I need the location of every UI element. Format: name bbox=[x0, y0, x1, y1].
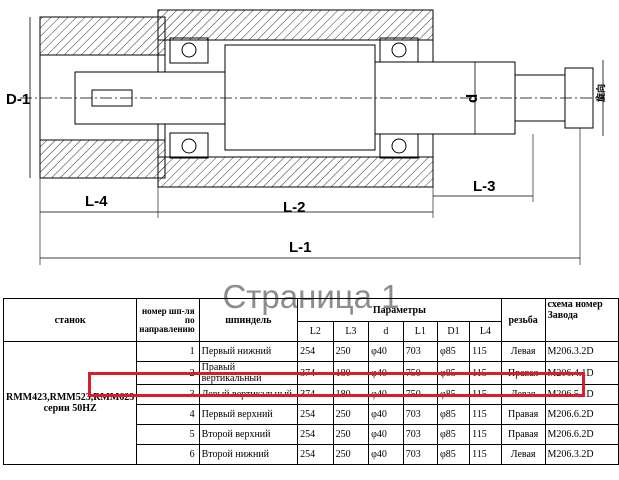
row-l1: 703 bbox=[402, 444, 438, 465]
table-row: RMM423,RMM523,RMM623 серии 50HZ 1 Первый… bbox=[2, 341, 619, 465]
row-name: Второй верхний bbox=[198, 424, 299, 445]
col-machine: станок bbox=[2, 298, 138, 342]
row-l4: 115 bbox=[469, 444, 502, 465]
col-d1: D1 bbox=[436, 321, 471, 342]
machine-cell: RMM423,RMM523,RMM623 серии 50HZ bbox=[2, 341, 138, 465]
spindle-drawing: D-1 L-4 L-2 L-3 L-1 d 旋向 bbox=[6, 9, 606, 265]
label-l1: L-1 bbox=[289, 239, 312, 256]
row-d1: φ85 bbox=[436, 424, 471, 445]
row-d: φ40 bbox=[368, 404, 404, 425]
col-l3: L3 bbox=[332, 321, 370, 342]
row-name: Первый нижний bbox=[198, 341, 299, 362]
row-d: φ40 bbox=[368, 444, 404, 465]
row-thread: Правая bbox=[500, 404, 546, 425]
row-l1: 703 bbox=[402, 424, 438, 445]
row-d1: φ85 bbox=[436, 444, 471, 465]
col-l2: L2 bbox=[297, 321, 334, 342]
row-l4: 115 bbox=[469, 341, 502, 362]
row-d1: φ85 bbox=[436, 341, 471, 362]
row-thread: Левая bbox=[500, 341, 546, 362]
row-code: M206.6.2D bbox=[544, 404, 619, 425]
label-d: d bbox=[464, 94, 481, 103]
row-l4: 115 bbox=[469, 404, 502, 425]
label-l4: L-4 bbox=[85, 193, 108, 210]
row-d: φ40 bbox=[368, 341, 404, 362]
row-code: M206.3.2D bbox=[544, 444, 619, 465]
row-num: 4 bbox=[136, 404, 200, 425]
label-rotation: 旋向 bbox=[595, 84, 606, 103]
col-l4: L4 bbox=[469, 321, 502, 342]
row-l2: 254 bbox=[297, 341, 334, 362]
col-scheme: схема номер Завода bbox=[544, 298, 619, 342]
row-thread: Правая bbox=[500, 424, 546, 445]
row-l1: 703 bbox=[402, 341, 438, 362]
row-l2: 254 bbox=[297, 424, 334, 445]
label-d1: D-1 bbox=[6, 91, 30, 108]
row-l2: 254 bbox=[297, 404, 334, 425]
row-l3: 250 bbox=[332, 444, 370, 465]
row-d1: φ85 bbox=[436, 404, 471, 425]
row-l3: 250 bbox=[332, 404, 370, 425]
col-spindle: шпиндель bbox=[198, 298, 299, 342]
col-thread: резьба bbox=[500, 298, 546, 342]
table-row: 6 Второй нижний 254 250 φ40 703 φ85 115 … bbox=[4, 444, 619, 465]
col-d: d bbox=[368, 321, 404, 342]
row-num: 5 bbox=[136, 424, 200, 445]
col-params: Параметры bbox=[297, 298, 502, 322]
row-thread: Левая bbox=[500, 444, 546, 465]
row-highlight bbox=[88, 372, 585, 397]
row-l4: 115 bbox=[469, 424, 502, 445]
row-num: 6 bbox=[136, 444, 200, 465]
col-number: номер шп-ля по направлению bbox=[136, 298, 200, 342]
row-l3: 250 bbox=[332, 424, 370, 445]
table-row: 5 Второй верхний 254 250 φ40 703 φ85 115… bbox=[4, 424, 619, 445]
row-code: M206.3.2D bbox=[544, 341, 619, 362]
row-code: M206.6.2D bbox=[544, 424, 619, 445]
row-num: 1 bbox=[136, 341, 200, 362]
row-name: Первый верхний bbox=[198, 404, 299, 425]
label-l3: L-3 bbox=[473, 178, 496, 195]
row-d: φ40 bbox=[368, 424, 404, 445]
row-l2: 254 bbox=[297, 444, 334, 465]
row-name: Второй нижний bbox=[198, 444, 299, 465]
col-l1: L1 bbox=[402, 321, 438, 342]
row-l1: 703 bbox=[402, 404, 438, 425]
label-l2: L-2 bbox=[283, 199, 306, 216]
row-l3: 250 bbox=[332, 341, 370, 362]
